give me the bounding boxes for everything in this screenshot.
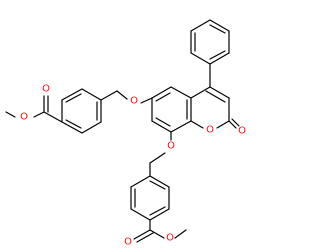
bond (216, 120, 230, 129)
bond (149, 152, 166, 164)
bond (190, 86, 211, 99)
bond (65, 119, 82, 129)
bond (65, 93, 82, 103)
bond (151, 120, 172, 133)
atom-o-lactone-carbonyl: O (238, 126, 246, 137)
atom-o-ether-8: O (167, 141, 175, 152)
bond (149, 208, 170, 221)
bond (140, 97, 153, 104)
oxygen-labels: O O O O O O O O (20, 84, 246, 248)
bond (228, 120, 237, 129)
bond (190, 19, 211, 32)
bond (61, 88, 83, 101)
bond (151, 86, 172, 99)
bond (209, 52, 230, 65)
bond (155, 92, 171, 102)
bottom-benzene-ring (130, 175, 170, 221)
bond (81, 121, 102, 134)
atom-o-bottom-ester-ether: O (166, 233, 174, 244)
bond (130, 208, 151, 221)
bond (81, 88, 102, 101)
top-methyl-ester (5, 95, 63, 123)
atom-o-lactone-ring: O (206, 125, 214, 136)
bond (136, 232, 154, 243)
bond (209, 86, 230, 99)
bond (149, 175, 170, 188)
atom-o-bottom-ester-carbonyl: O (124, 237, 132, 248)
bond (133, 229, 151, 240)
bond (33, 111, 45, 118)
phenyl-substituent (190, 19, 230, 88)
bond (205, 90, 226, 103)
bond (174, 229, 187, 239)
bond (209, 19, 230, 32)
bond (209, 24, 226, 34)
bond (130, 175, 151, 188)
coumarin-benzo-ring (151, 86, 192, 133)
bond (209, 50, 226, 60)
bond (149, 229, 165, 239)
bond (116, 90, 128, 100)
atom-o-top-ester-carbonyl: O (42, 84, 50, 95)
atom-o-top-ester-ether: O (20, 112, 28, 123)
coumarin-pyrone-ring (190, 86, 240, 129)
bottom-methyl-ester (133, 219, 187, 243)
chemical-structure-diagram: O O O O O O O O (5, 19, 247, 248)
bond (170, 120, 192, 133)
bond (170, 86, 192, 99)
bond (190, 120, 204, 129)
bond (231, 118, 240, 127)
top-benzene-ring (61, 88, 102, 134)
bond (149, 180, 166, 190)
bond (61, 121, 83, 134)
atom-o-ether-7: O (130, 96, 138, 107)
lower-benzyl-ether-linker (149, 131, 172, 177)
bond (5, 111, 16, 118)
bond (149, 206, 166, 216)
bond (43, 111, 63, 123)
bond (155, 117, 171, 127)
upper-benzyl-ether-linker (100, 90, 153, 104)
bond (190, 52, 211, 65)
bond (100, 90, 118, 101)
